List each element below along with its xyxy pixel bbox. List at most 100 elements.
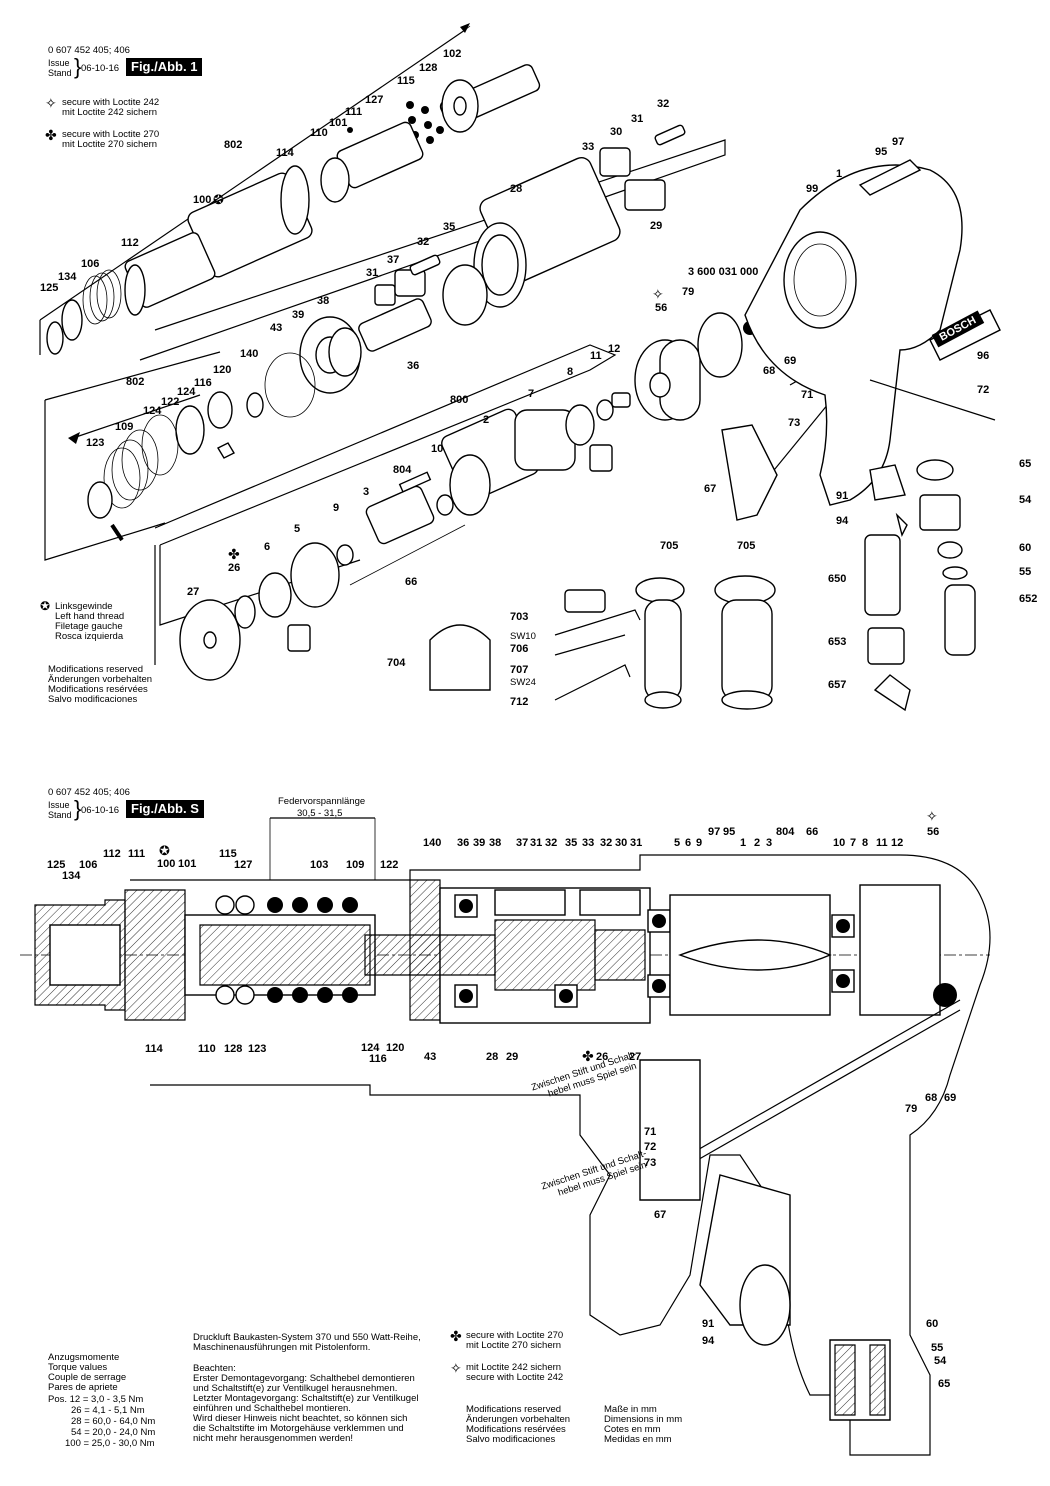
figS-mod: Modifications reserved	[466, 1404, 562, 1415]
fig1-lh-es: Rosca izquierda	[55, 631, 124, 642]
left-hand-thread-icon: ✪	[40, 599, 51, 613]
callout: 95	[875, 146, 888, 158]
callout: 32	[417, 236, 430, 248]
callout: 125	[40, 282, 59, 294]
callout: 30	[610, 126, 623, 138]
callout: 100	[157, 858, 176, 870]
callout: 60	[1019, 542, 1032, 554]
callout: 37	[387, 254, 400, 266]
callout: 6	[685, 837, 692, 849]
callout: 66	[806, 826, 819, 838]
torque-row: 28 = 60,0 - 64,0 Nm	[71, 1416, 156, 1427]
callout: 54	[934, 1355, 947, 1367]
callout: 802	[224, 139, 243, 151]
callout: 100	[193, 194, 212, 206]
callout: 712	[510, 696, 529, 708]
figS-stand-label: Stand	[48, 810, 72, 820]
fig1-legend-270-de: mit Loctite 270 sichern	[62, 139, 158, 150]
callout: 33	[582, 141, 595, 153]
callout: 124	[143, 405, 162, 417]
callout: 3	[766, 837, 773, 849]
left-hand-thread-icon: ✪	[159, 843, 170, 858]
callout: 9	[696, 837, 703, 849]
fig1-lh-de: Linksgewinde	[55, 601, 113, 612]
callout: 8	[862, 837, 869, 849]
fig1-issue-label: Issue	[48, 58, 70, 68]
left-hand-thread-icon: ✪	[213, 192, 224, 207]
callout: 101	[329, 117, 348, 129]
callout: 103	[310, 859, 329, 871]
callout: 112	[103, 848, 121, 860]
callout: 123	[86, 437, 105, 449]
loctite270-icon: ✤	[450, 1328, 462, 1344]
callout: 6	[264, 541, 271, 553]
callout: 27	[629, 1051, 642, 1063]
callout: 112	[121, 237, 139, 249]
fig1-bearings	[246, 264, 488, 418]
callout: 2	[483, 414, 490, 426]
loctite242-icon: ✧	[45, 95, 57, 111]
callout: 140	[240, 348, 259, 360]
callout: 5	[674, 837, 681, 849]
fig1-figure-label: Fig./Abb. 1	[126, 58, 203, 76]
figS-section	[20, 817, 991, 1456]
callout: 124	[177, 386, 196, 398]
callout: 32	[545, 837, 558, 849]
callout: 125	[47, 859, 66, 871]
callout: 73	[788, 417, 801, 429]
loctite242-icon: ✧	[926, 808, 938, 824]
torque-row: 100 = 25,0 - 30,0 Nm	[65, 1438, 155, 1449]
beachten-line: Beachten:	[193, 1363, 236, 1374]
callout: 10	[833, 837, 846, 849]
beachten-line: Wird dieser Hinweis nicht beachtet, so k…	[193, 1413, 408, 1424]
callout: 56	[927, 826, 940, 838]
callout: 122	[161, 396, 180, 408]
fig1-carrier-36	[358, 298, 432, 352]
callout: 1	[836, 168, 843, 180]
callout: 124	[361, 1042, 380, 1054]
callout: 39	[292, 309, 305, 321]
fig1-brace: }	[74, 54, 82, 79]
callout: 69	[944, 1092, 957, 1104]
callout: SW24	[510, 677, 536, 688]
callout: 12	[891, 837, 904, 849]
callout: 38	[489, 837, 502, 849]
callout: 36	[457, 837, 470, 849]
callout: 56	[655, 302, 668, 314]
callout: 106	[79, 859, 98, 871]
callout: 8	[567, 366, 574, 378]
callout: 9	[333, 502, 340, 514]
callout: 11	[590, 350, 602, 362]
callout: 55	[1019, 566, 1032, 578]
callout: 27	[187, 586, 200, 598]
callout: 1	[740, 837, 747, 849]
figS-mod: Modifications resérvées	[466, 1424, 566, 1435]
callout: 31	[631, 113, 644, 125]
beachten-line: die Schaltstifte im Motorgehäuse verklem…	[193, 1423, 404, 1434]
callout: 120	[386, 1042, 405, 1054]
callout: 111	[128, 848, 146, 860]
callout: 67	[654, 1209, 667, 1221]
callout: 115	[219, 848, 237, 860]
fig1-lh-fr: Filetage gauche	[55, 621, 123, 632]
torque-row: 26 = 4,1 - 5,1 Nm	[71, 1405, 145, 1416]
callout: 28	[486, 1051, 499, 1063]
fig1-motor	[179, 392, 631, 681]
callout: 96	[977, 350, 990, 362]
callout: 12	[608, 343, 621, 355]
beachten-line: einführen und Schalthebel montieren.	[193, 1403, 351, 1414]
callout: 35	[565, 837, 578, 849]
callout: 54	[1019, 494, 1032, 506]
fig1-auxiliary-handles	[429, 575, 776, 710]
callout: 67	[704, 483, 717, 495]
callout: 68	[763, 365, 776, 377]
fig1-mod-en: Modifications reserved	[48, 664, 144, 675]
callout: 653	[828, 636, 847, 648]
callout: 71	[644, 1126, 657, 1138]
fig1-part-number: 0 607 452 405; 406	[48, 45, 130, 56]
callout: 33	[582, 837, 595, 849]
callout: 37	[516, 837, 529, 849]
callout: 97	[892, 136, 905, 148]
callout: 65	[938, 1378, 951, 1390]
callout: 79	[682, 286, 695, 298]
